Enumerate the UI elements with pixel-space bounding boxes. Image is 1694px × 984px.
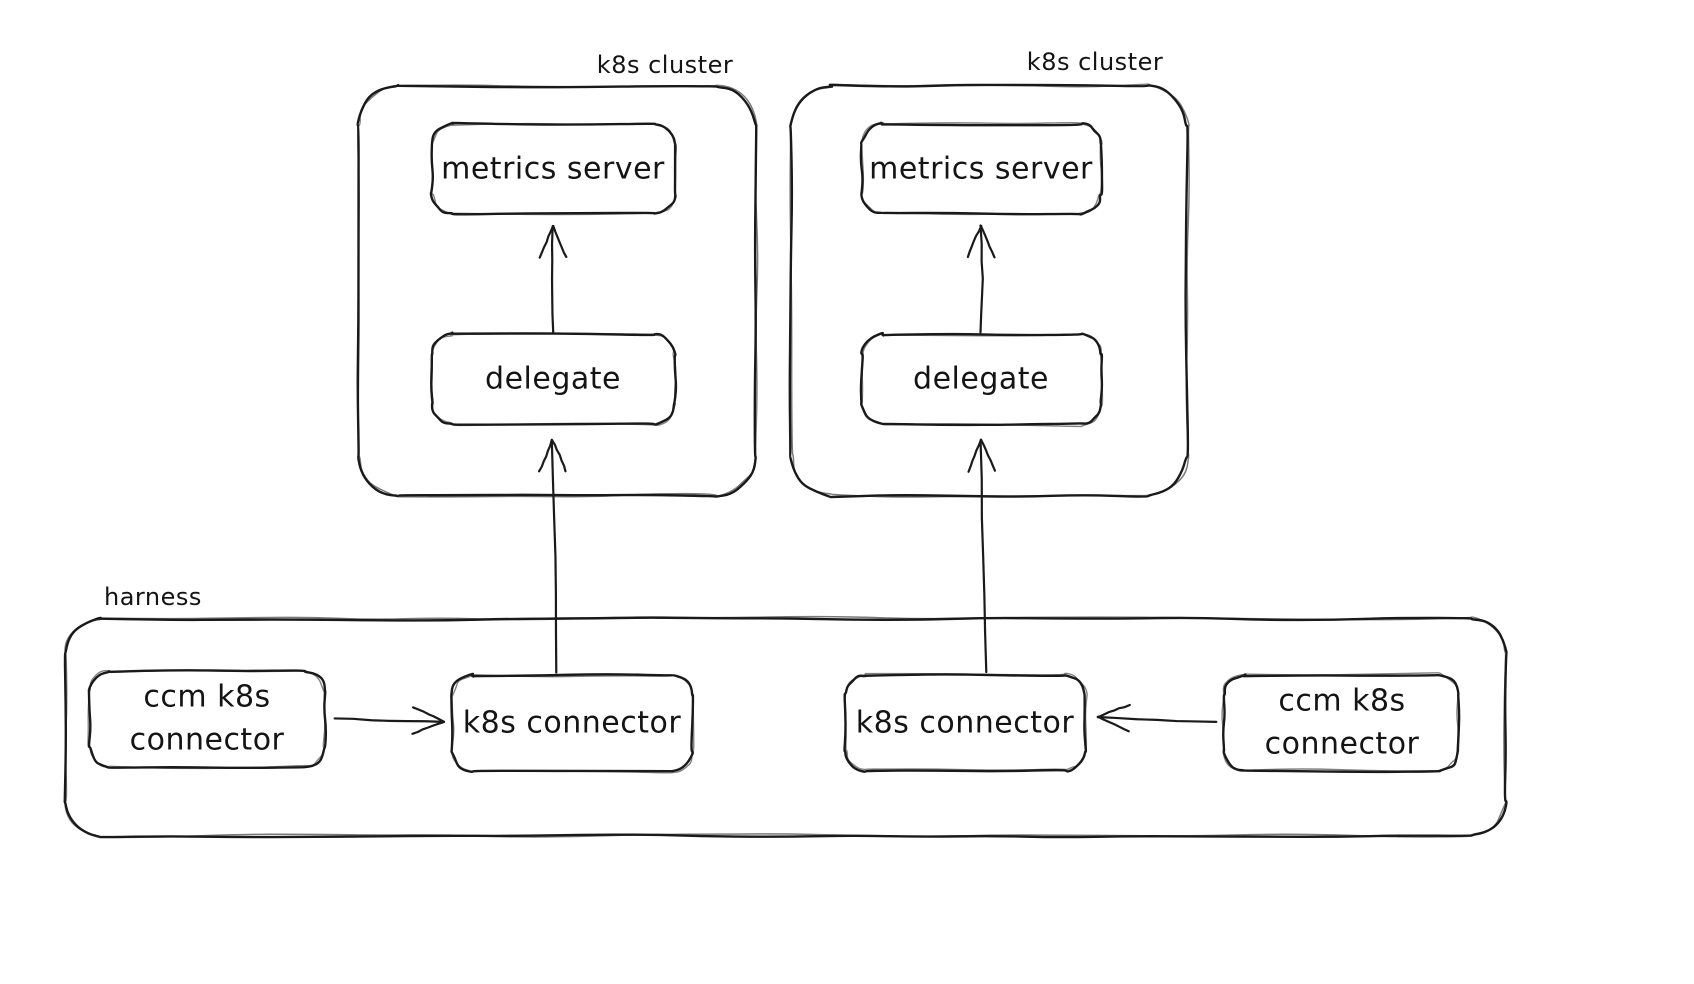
arrowhead-k8s-connector-to-delegate-left-1 — [537, 439, 553, 473]
arrowhead-delegate-to-metrics-right-1 — [966, 224, 983, 259]
node-delegate-right — [859, 331, 1104, 427]
container-k8s-cluster-right — [788, 83, 1190, 499]
container-harness — [63, 616, 1508, 839]
arrow-k8s-connector-to-delegate-right — [979, 439, 988, 674]
container-k8s-cluster-left — [356, 83, 758, 498]
arrow-delegate-to-metrics-right — [979, 224, 984, 334]
arrowhead-ccm-to-k8s-connector-left-0 — [411, 720, 445, 735]
container-k8s-cluster-left-second-stroke — [357, 84, 759, 498]
container-k8s-cluster-right-second-stroke — [789, 83, 1190, 498]
node-ccm-k8s-connector-right-second-stroke — [1221, 672, 1459, 773]
node-ccm-k8s-connector-left-second-stroke — [87, 669, 326, 770]
node-k8s-connector-right — [843, 673, 1088, 773]
node-ccm-k8s-connector-left — [87, 669, 328, 770]
container-harness-second-stroke — [64, 615, 1508, 839]
arrowhead-k8s-connector-to-delegate-right-0 — [979, 438, 997, 472]
arrow-k8s-connector-to-delegate-left — [550, 438, 558, 674]
arrow-delegate-to-metrics-left — [550, 225, 555, 334]
arrowhead-delegate-to-metrics-right-0 — [980, 225, 996, 259]
arrowhead-k8s-connector-to-delegate-right-1 — [967, 438, 983, 473]
node-k8s-connector-right-second-stroke — [843, 672, 1088, 771]
node-delegate-right-second-stroke — [860, 333, 1104, 428]
arrow-ccm-to-k8s-connector-left — [333, 717, 446, 723]
arrowhead-delegate-to-metrics-left-0 — [552, 224, 568, 259]
arrow-ccm-to-k8s-connector-right — [1096, 715, 1218, 723]
node-metrics-server-right — [859, 121, 1104, 216]
node-k8s-connector-left-second-stroke — [450, 674, 695, 774]
arrowhead-ccm-to-k8s-connector-right-1 — [1097, 715, 1130, 733]
node-k8s-connector-left — [450, 672, 695, 773]
arrowhead-k8s-connector-to-delegate-left-0 — [550, 439, 567, 473]
node-delegate-left-second-stroke — [430, 332, 677, 427]
node-delegate-left — [430, 331, 678, 426]
node-ccm-k8s-connector-right — [1222, 673, 1461, 774]
arrowhead-delegate-to-metrics-left-1 — [538, 224, 555, 259]
node-metrics-server-left-second-stroke — [430, 122, 678, 216]
node-metrics-server-right-second-stroke — [860, 121, 1103, 216]
arrowhead-ccm-to-k8s-connector-left-1 — [412, 706, 446, 723]
node-metrics-server-left — [429, 121, 677, 216]
arrowhead-ccm-to-k8s-connector-right-0 — [1096, 703, 1131, 719]
